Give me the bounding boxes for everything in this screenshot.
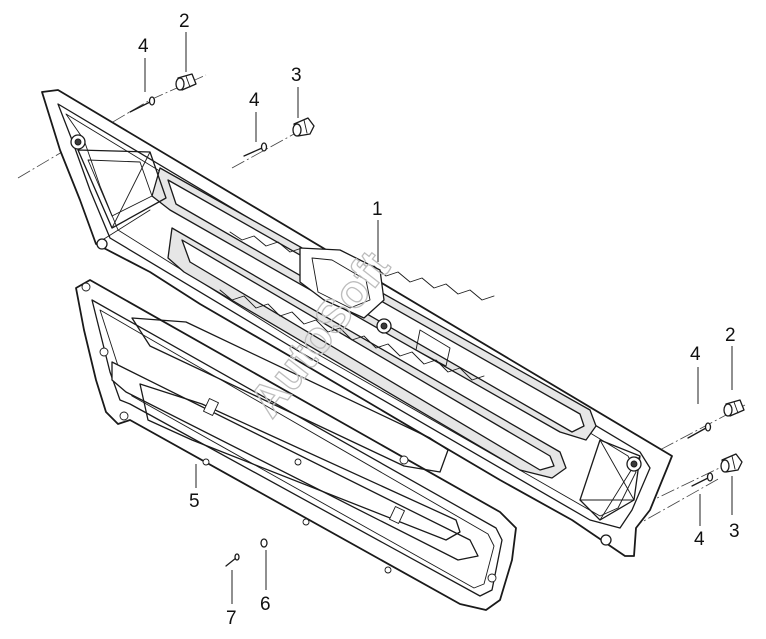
callout-3-right: 3 [729, 521, 740, 542]
callout-4-top-left: 4 [138, 36, 149, 57]
fastener-clip-3-right [720, 453, 743, 473]
screw-4-right-upper [687, 422, 712, 439]
callout-2-right: 2 [725, 325, 736, 346]
callout-4-right-upper: 4 [690, 344, 701, 365]
screw-7 [225, 553, 240, 567]
fastener-nut-2-top [175, 73, 197, 91]
washer-6 [260, 538, 268, 548]
screw-4-top-mid [243, 142, 268, 157]
callout-5: 5 [189, 491, 200, 512]
leader-lines [144, 32, 733, 604]
callout-3-top: 3 [291, 65, 302, 86]
callout-6: 6 [260, 594, 271, 615]
callout-4-top-mid: 4 [249, 90, 260, 111]
callout-labels: 4 2 4 3 1 4 2 4 3 5 6 7 [138, 11, 740, 629]
screw-4-top-left [129, 96, 156, 113]
lower-mesh-grille [75, 279, 517, 611]
callout-2-top: 2 [179, 11, 190, 32]
fastener-nut-2-right [723, 399, 745, 417]
callout-1: 1 [372, 199, 383, 220]
callout-7: 7 [226, 608, 237, 629]
fastener-clip-3-top [292, 117, 315, 137]
screw-4-right-lower [691, 472, 714, 487]
callout-4-right-lower: 4 [694, 529, 705, 550]
grille-housing [41, 89, 673, 557]
